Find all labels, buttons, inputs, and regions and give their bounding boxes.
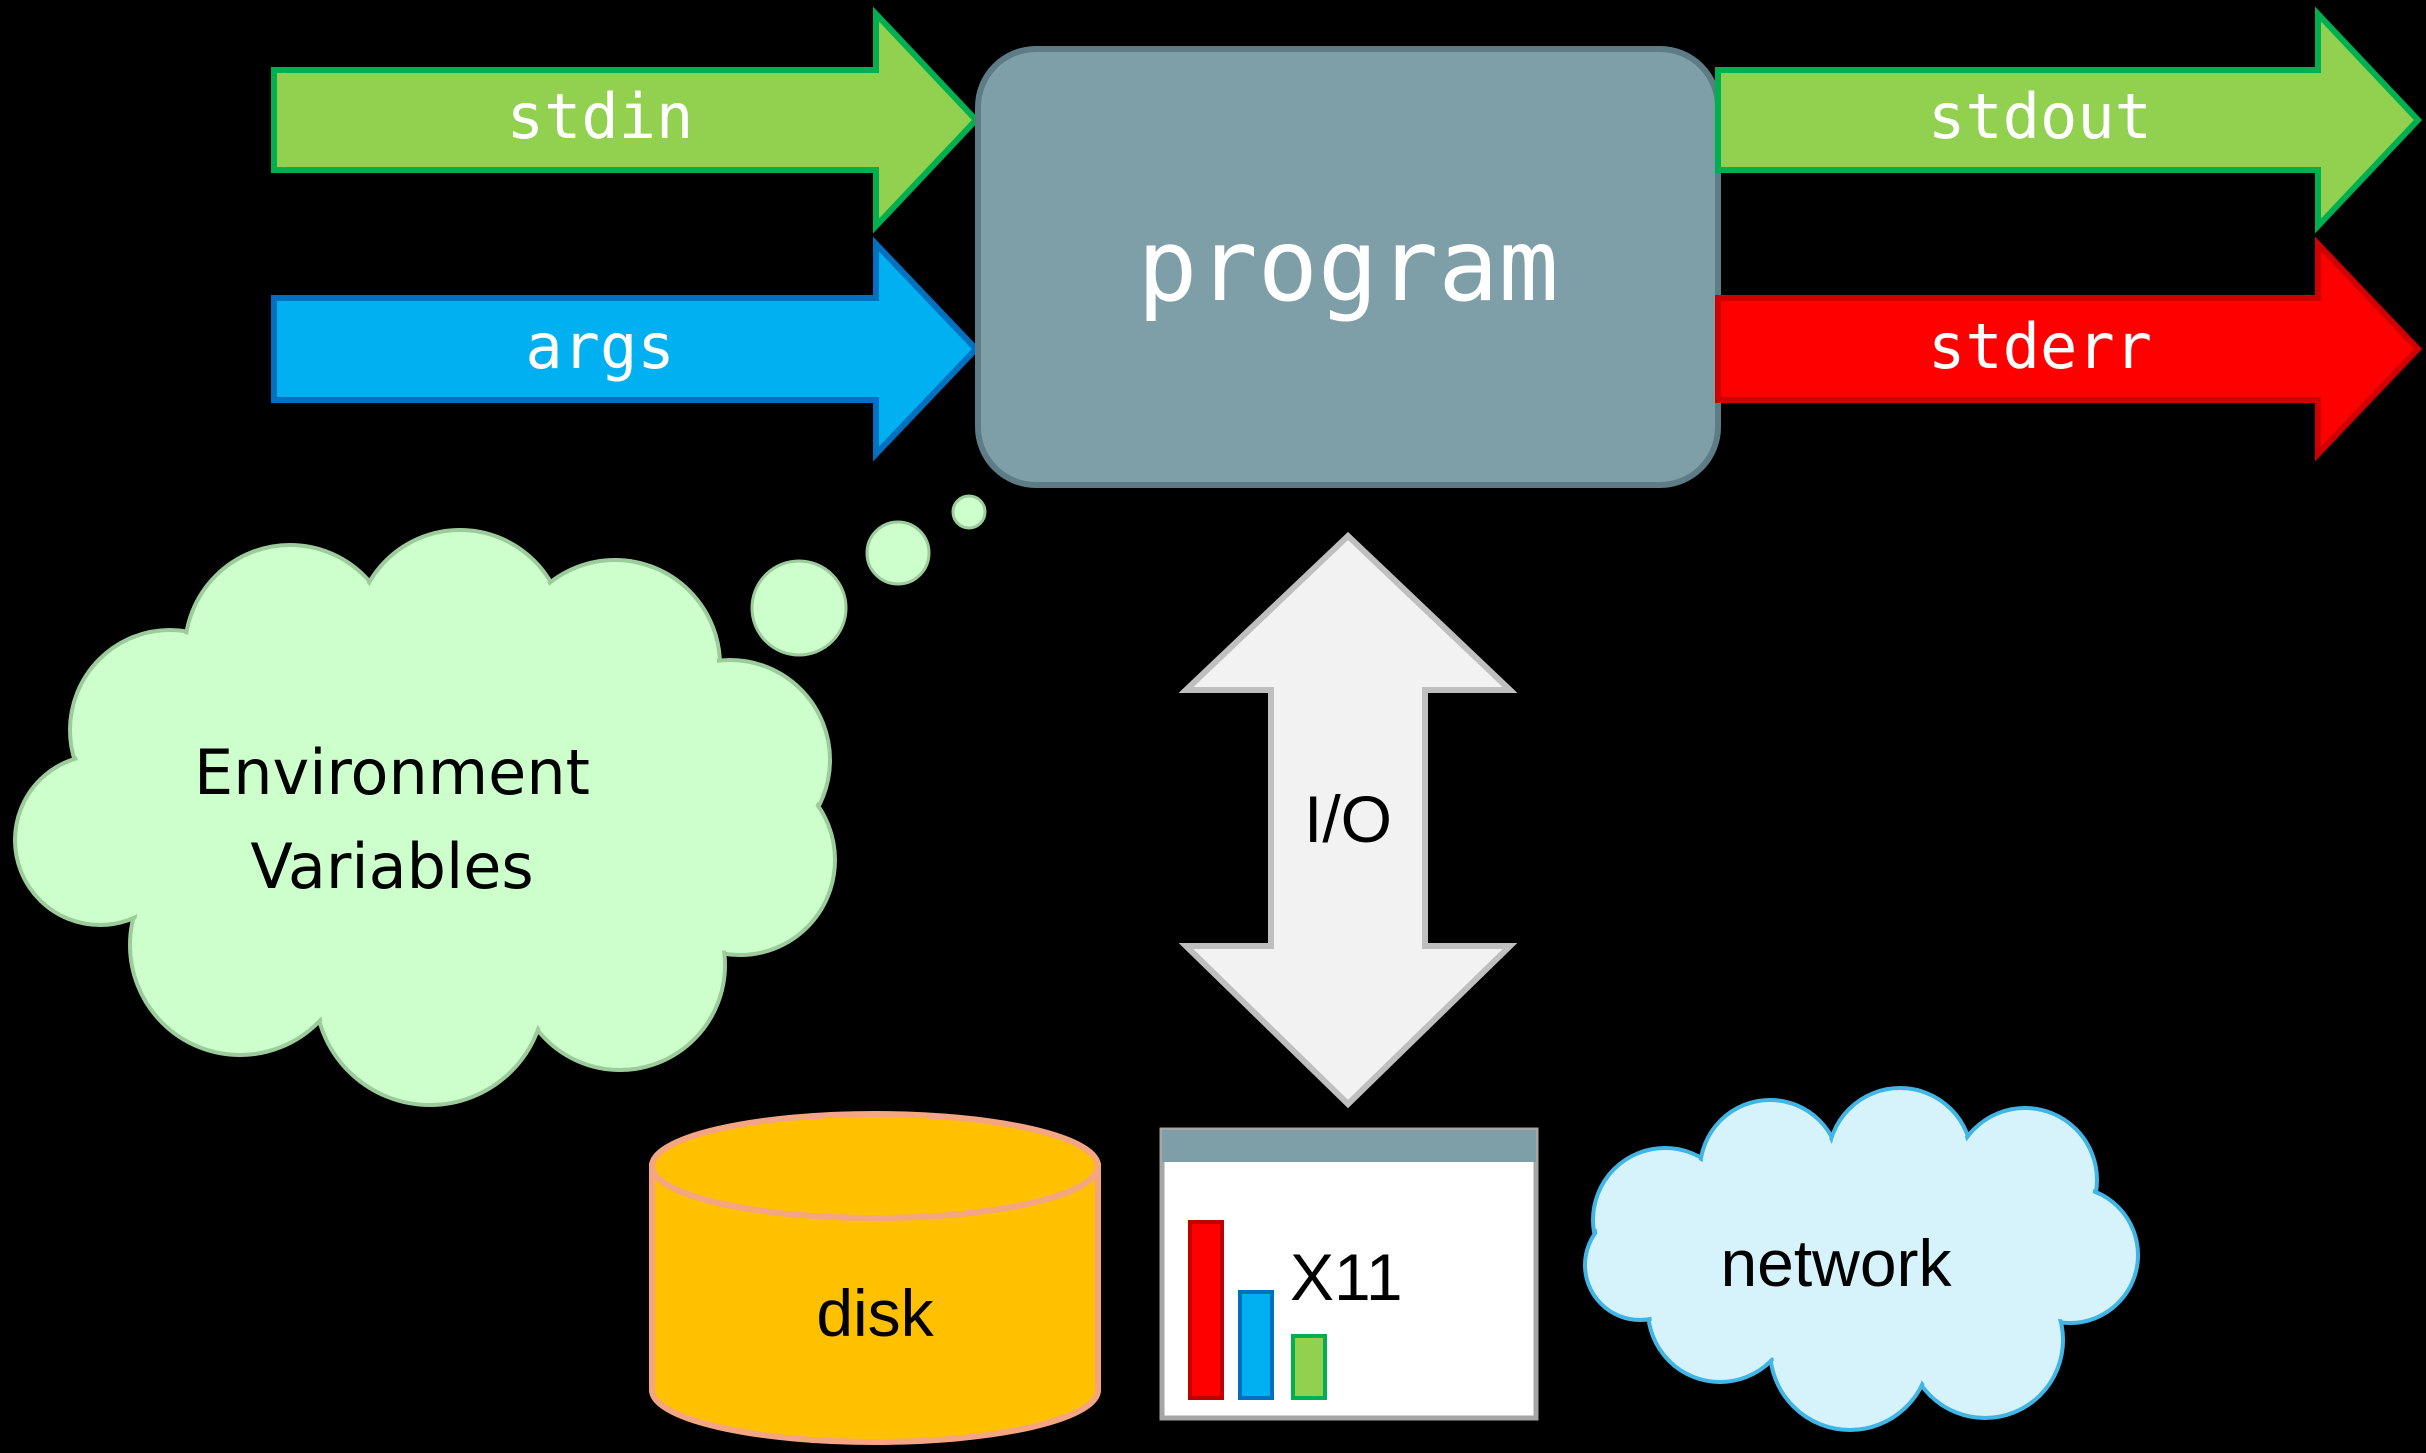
stdin-label: stdin <box>507 80 694 153</box>
stderr-label: stderr <box>1928 310 2152 383</box>
stdout-label: stdout <box>1928 80 2152 153</box>
stderr-arrow: stderr <box>1715 236 2423 462</box>
stdin-arrow: stdin <box>271 6 981 234</box>
thought-bubbles <box>750 494 987 657</box>
x11-window-titlebar <box>1162 1130 1536 1162</box>
disk-cylinder: disk <box>649 1111 1101 1445</box>
args-label: args <box>525 310 674 383</box>
program-box: program <box>975 46 1721 488</box>
stdout-arrow: stdout <box>1715 6 2423 234</box>
x11-window: X11 <box>1159 1127 1539 1421</box>
io-label: I/O <box>1304 782 1392 856</box>
x11-green-bar <box>1291 1334 1327 1400</box>
args-arrow: args <box>271 236 981 462</box>
network-cloud: network <box>1583 1086 2140 1432</box>
x11-red-bar <box>1188 1220 1224 1400</box>
environment-label-line1: Environment <box>194 736 590 809</box>
x11-label: X11 <box>1290 1240 1403 1314</box>
x11-blue-bar <box>1238 1290 1274 1400</box>
disk-label: disk <box>816 1276 934 1350</box>
network-label: network <box>1720 1226 1952 1300</box>
environment-cloud: Environment Variables <box>13 528 837 1107</box>
environment-label-line2: Variables <box>250 830 533 903</box>
io-arrow: I/O <box>1178 531 1518 1109</box>
program-label: program <box>1137 207 1558 324</box>
